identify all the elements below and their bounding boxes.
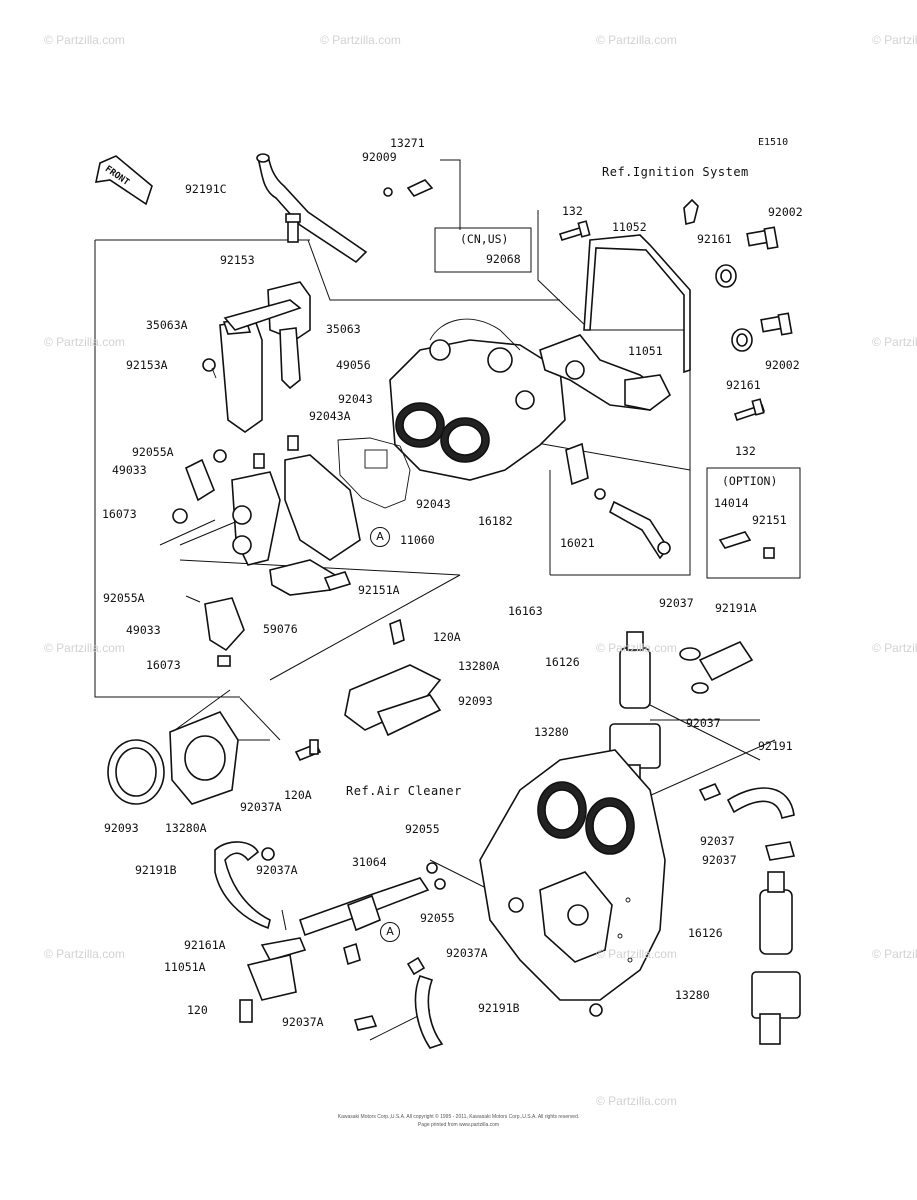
part-label: 92153A — [126, 358, 168, 372]
part-label: 92037A — [256, 863, 298, 877]
part-label: 16126 — [545, 655, 580, 669]
callout-a-upper: A — [370, 527, 390, 547]
watermark: © Partzilla.com — [596, 641, 677, 655]
part-label: 92191C — [185, 182, 227, 196]
box-label-cn-us: (CN,US) — [460, 232, 509, 246]
watermark: © Partzilla.com — [596, 1094, 677, 1108]
part-label: 92055 — [420, 911, 455, 925]
part-label: 49033 — [126, 623, 161, 637]
part-label: 92191B — [478, 1001, 520, 1015]
part-label: 92151A — [358, 583, 400, 597]
fuel-pump-upper — [609, 631, 754, 786]
front-arrow-icon — [94, 155, 153, 206]
part-label: 92037A — [282, 1015, 324, 1029]
air-cleaner-housing — [479, 749, 666, 1017]
ref-air-cleaner: Ref.Air Cleaner — [346, 784, 462, 798]
part-label: 16163 — [508, 604, 543, 618]
part-label: 11051 — [628, 344, 663, 358]
watermark: © Partzilla.com — [44, 641, 125, 655]
watermark: © Partzilla.com — [44, 947, 125, 961]
part-label: 59076 — [263, 622, 298, 636]
part-label: 132 — [562, 204, 583, 218]
part-label: 120A — [433, 630, 461, 644]
part-label: 16021 — [560, 536, 595, 550]
part-label: 120A — [284, 788, 312, 802]
part-label: 13280 — [534, 725, 569, 739]
watermark: © Partzilla.com — [596, 33, 677, 47]
part-label: 120 — [187, 1003, 208, 1017]
part-label: 11051A — [164, 960, 206, 974]
part-label: 92161 — [726, 378, 761, 392]
watermark: © Partzilla.com — [872, 33, 917, 47]
box-label-option: (OPTION) — [722, 474, 778, 488]
part-label: 35063 — [326, 322, 361, 336]
part-label: 35063A — [146, 318, 188, 332]
part-label: 11052 — [612, 220, 647, 234]
part-label: 14014 — [714, 496, 749, 510]
part-label: 13280A — [165, 821, 207, 835]
part-label: 92055A — [103, 591, 145, 605]
watermark: © Partzilla.com — [872, 335, 917, 349]
part-label: 13280 — [675, 988, 710, 1002]
part-label: 16126 — [688, 926, 723, 940]
part-label: 16073 — [102, 507, 137, 521]
part-label: 92043A — [309, 409, 351, 423]
part-label: 13280A — [458, 659, 500, 673]
part-label: 92093 — [104, 821, 139, 835]
part-label: 92151 — [752, 513, 787, 527]
part-label: 92037 — [700, 834, 735, 848]
part-label: 92055 — [405, 822, 440, 836]
part-label: 92002 — [765, 358, 800, 372]
callout-a-lower: A — [380, 922, 400, 942]
part-label: 16073 — [146, 658, 181, 672]
part-label: 92191B — [135, 863, 177, 877]
part-label: 92009 — [362, 150, 397, 164]
part-label: 16182 — [478, 514, 513, 528]
part-label: 92093 — [458, 694, 493, 708]
fuel-pump-lower — [751, 871, 801, 1045]
part-label: 92002 — [768, 205, 803, 219]
part-label: 92043 — [338, 392, 373, 406]
part-label: 92153 — [220, 253, 255, 267]
watermark: © Partzilla.com — [872, 947, 917, 961]
part-label: 92037 — [686, 716, 721, 730]
part-label: 31064 — [352, 855, 387, 869]
part-label: 92161A — [184, 938, 226, 952]
part-label: 92161 — [697, 232, 732, 246]
copyright-line: Kawasaki Motors Corp.,U.S.A. All copyrig… — [337, 1114, 580, 1120]
watermark: © Partzilla.com — [44, 335, 125, 349]
watermark: © Partzilla.com — [872, 641, 917, 655]
part-label: 92191 — [758, 739, 793, 753]
watermark: © Partzilla.com — [44, 33, 125, 47]
part-label: 92037A — [240, 800, 282, 814]
part-label: 49056 — [336, 358, 371, 372]
copyright-line: Page printed from www.partzilla.com — [417, 1122, 500, 1128]
part-label: 49033 — [112, 463, 147, 477]
throttle-body — [389, 318, 566, 481]
diagram-code: E1510 — [758, 137, 789, 148]
part-label: 11060 — [400, 533, 435, 547]
watermark: © Partzilla.com — [596, 947, 677, 961]
part-label: 92191A — [715, 601, 757, 615]
part-label: 92037 — [702, 853, 737, 867]
ref-ignition-system: Ref.Ignition System — [602, 165, 749, 179]
part-label: 132 — [735, 444, 756, 458]
part-label: 92055A — [132, 445, 174, 459]
part-label: 92068 — [486, 252, 521, 266]
part-label: 92037A — [446, 946, 488, 960]
part-label: 13271 — [390, 136, 425, 150]
part-label: 92037 — [659, 596, 694, 610]
watermark: © Partzilla.com — [320, 33, 401, 47]
part-label: 92043 — [416, 497, 451, 511]
